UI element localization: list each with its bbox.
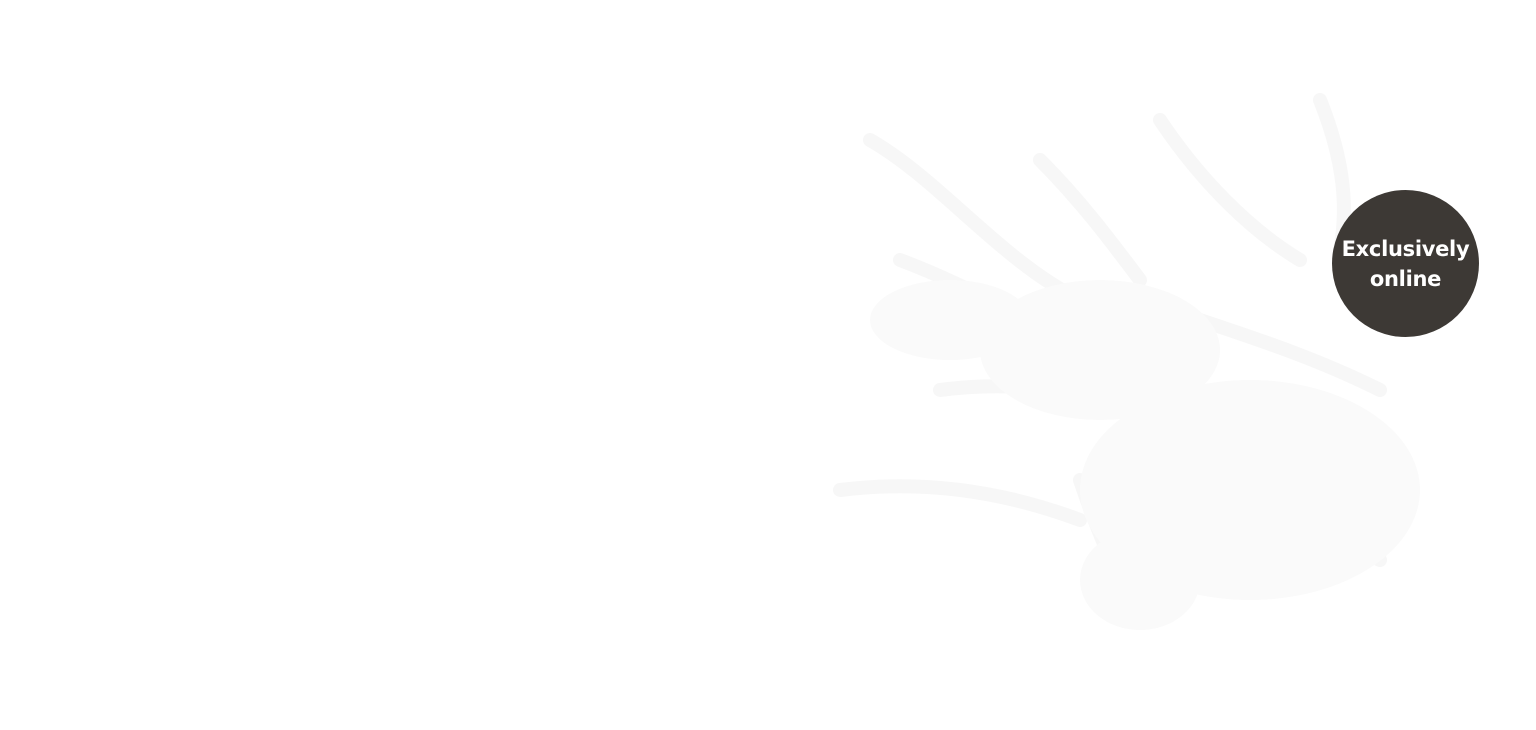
exclusively-online-badge: Exclusively online [1332, 190, 1479, 337]
floral-illustration-icon [780, 60, 1460, 660]
badge-label: Exclusively online [1341, 236, 1470, 291]
